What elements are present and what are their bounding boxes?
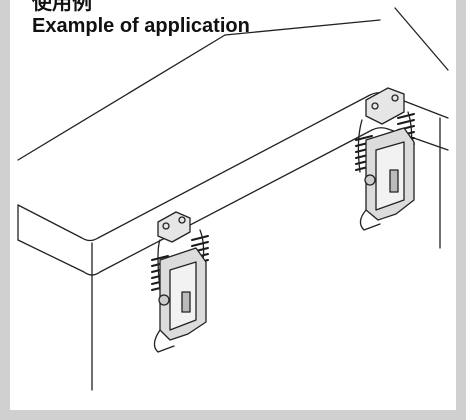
caption-english: Example of application: [32, 15, 250, 37]
frame-border-left: [0, 0, 10, 420]
box-lid: [17, 7, 449, 391]
latch-right: [355, 87, 415, 231]
caption-japanese: 使用例: [32, 0, 92, 14]
frame-border-bottom: [0, 410, 466, 420]
frame-border-right: [456, 0, 466, 420]
caption: 使用例 Example of application: [32, 0, 250, 38]
latch-left: [151, 211, 209, 353]
